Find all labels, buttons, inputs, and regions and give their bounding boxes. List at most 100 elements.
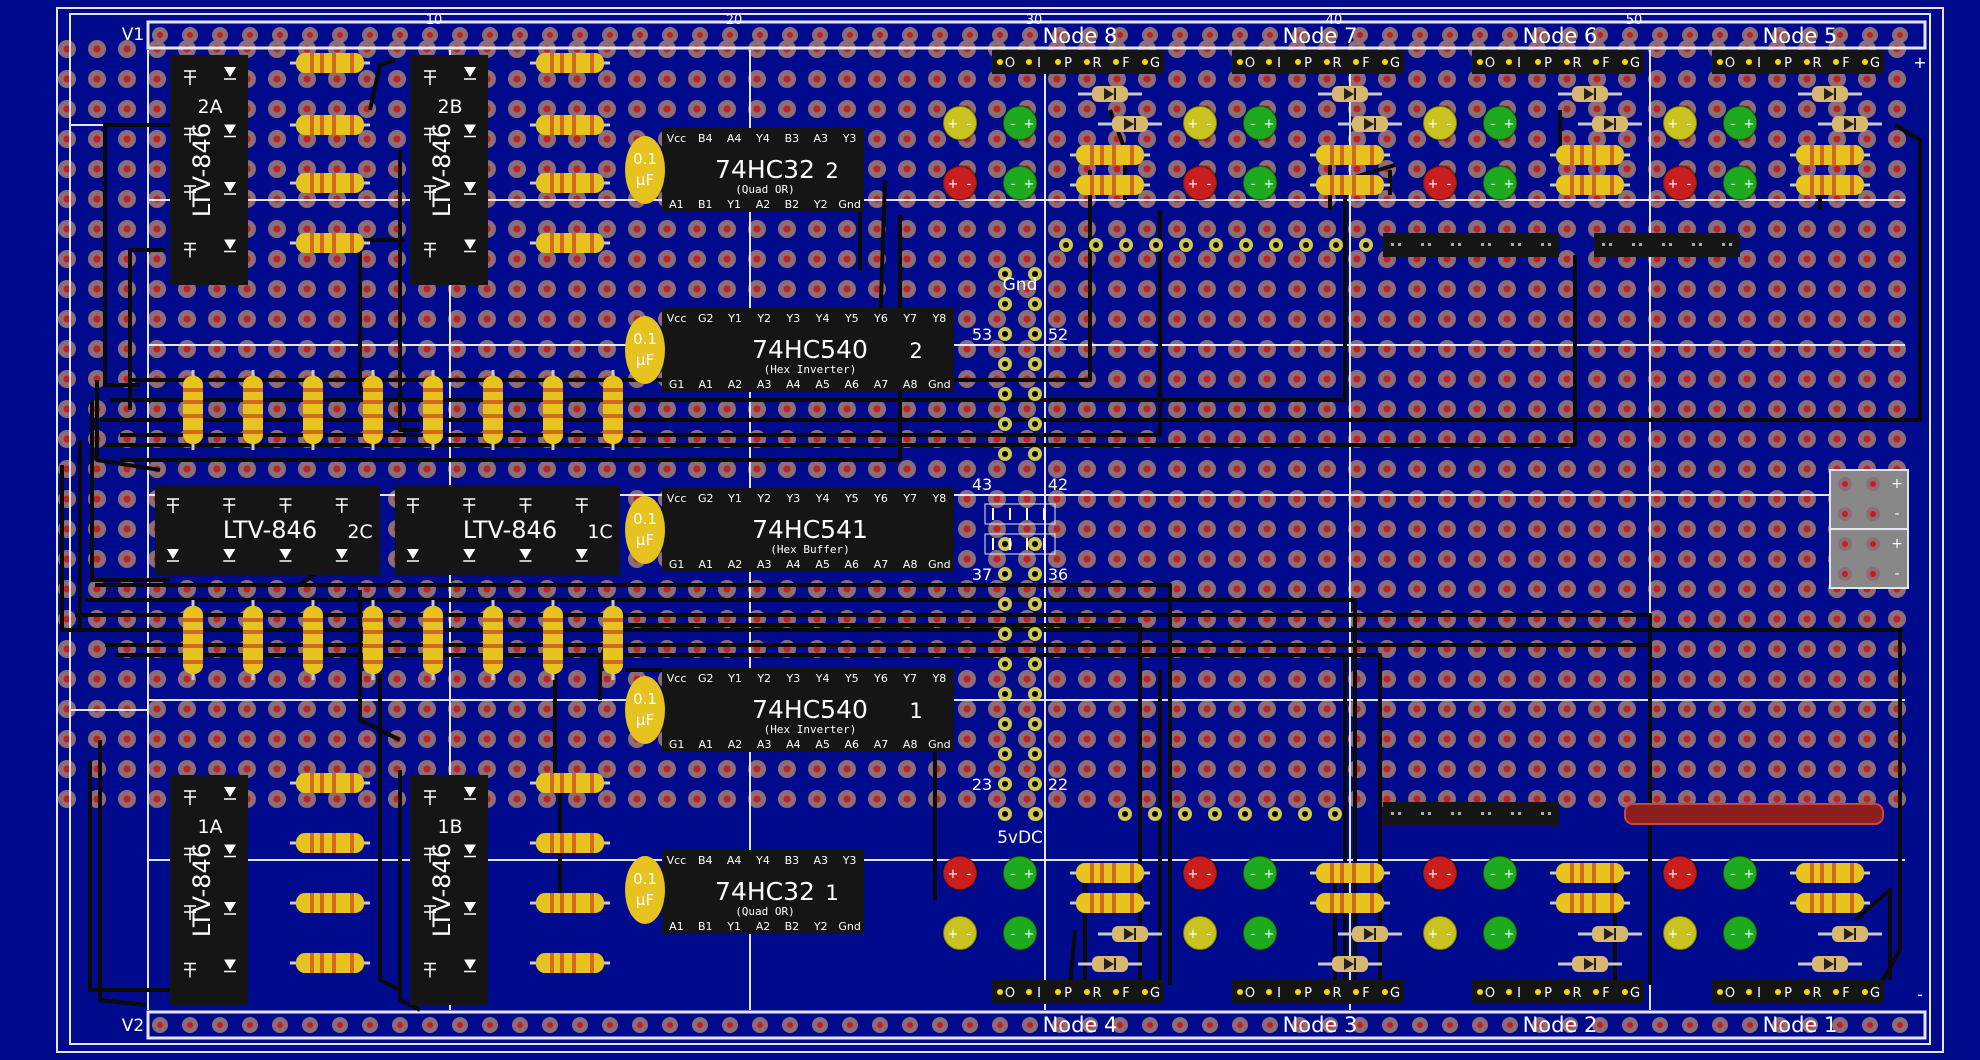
pad-hole — [1413, 615, 1421, 623]
pad-hole — [1713, 525, 1721, 533]
header-pin-hole — [1123, 242, 1129, 248]
resistor — [1310, 893, 1390, 913]
pad-hole — [1863, 345, 1871, 353]
pad-hole — [633, 285, 641, 293]
pad-hole — [1323, 75, 1331, 83]
strip-pin — [1518, 812, 1521, 815]
diode — [1818, 116, 1882, 132]
pad-hole — [1683, 345, 1691, 353]
pad-hole — [1503, 255, 1511, 263]
pad-hole — [843, 285, 851, 293]
chip-pin-label: A8 — [903, 558, 918, 571]
led-polarity: - — [1447, 927, 1452, 942]
pad-hole — [1323, 735, 1331, 743]
pad-hole — [1293, 345, 1301, 353]
pad-hole — [1413, 435, 1421, 443]
pad-hole — [153, 705, 161, 713]
pad-hole — [693, 255, 701, 263]
chip-pin-label: A3 — [757, 558, 772, 571]
resistor — [530, 893, 610, 913]
pad-hole — [1053, 555, 1061, 563]
pad-hole — [1323, 255, 1331, 263]
led-green: -+ — [1482, 855, 1518, 891]
pad-hole — [843, 615, 851, 623]
pad-hole — [903, 645, 911, 653]
pad-hole — [1623, 75, 1631, 83]
pad-hole — [1653, 795, 1661, 803]
pad-hole — [1233, 435, 1241, 443]
pad-hole — [153, 345, 161, 353]
pad-hole — [1833, 225, 1841, 233]
pad-hole — [873, 615, 881, 623]
pad-hole — [1053, 225, 1061, 233]
pad-hole — [633, 795, 641, 803]
pad-hole — [1833, 285, 1841, 293]
pad-hole — [1203, 555, 1211, 563]
pad-hole — [1473, 75, 1481, 83]
pad-hole — [393, 675, 401, 683]
pad-hole — [1233, 705, 1241, 713]
pad-hole — [483, 585, 491, 593]
pad-hole — [963, 795, 971, 803]
pad-hole — [1263, 405, 1271, 413]
pad-hole — [903, 615, 911, 623]
chip-pin-label: Y6 — [873, 312, 888, 325]
pad-hole — [1323, 675, 1331, 683]
pad-hole — [843, 225, 851, 233]
pad-hole — [873, 165, 881, 173]
pad-hole — [63, 45, 71, 53]
pad-hole — [573, 285, 581, 293]
pad-hole — [1863, 285, 1871, 293]
pad-hole — [963, 615, 971, 623]
node-pin-label: P — [1064, 56, 1072, 71]
pad-hole — [243, 765, 251, 773]
pad-hole — [1353, 465, 1361, 473]
pad-hole — [1323, 105, 1331, 113]
pad-hole — [1473, 675, 1481, 683]
pad-hole — [723, 765, 731, 773]
rail-pad-hole — [697, 1022, 703, 1028]
pad-hole — [1233, 165, 1241, 173]
pad-hole — [1653, 735, 1661, 743]
pad-hole — [633, 765, 641, 773]
pad-hole — [1593, 285, 1601, 293]
pad-hole — [303, 795, 311, 803]
pad-hole — [123, 555, 131, 563]
pad-hole — [693, 765, 701, 773]
pad-hole — [1053, 525, 1061, 533]
header-pin-number: 37 — [972, 565, 992, 584]
pad-hole — [303, 315, 311, 323]
pad-hole — [1263, 735, 1271, 743]
rail-pad-hole — [1507, 32, 1513, 38]
pad-hole — [1053, 675, 1061, 683]
pad-hole — [423, 585, 431, 593]
header-pin-hole — [1122, 811, 1128, 817]
pad-hole — [723, 105, 731, 113]
rail-pad-hole — [1687, 32, 1693, 38]
rail-pad-hole — [1387, 1022, 1393, 1028]
pad-hole — [993, 105, 1001, 113]
pad-hole — [483, 735, 491, 743]
pad-hole — [1563, 405, 1571, 413]
pad-hole — [1113, 765, 1121, 773]
pad-hole — [1293, 75, 1301, 83]
pad-hole — [1893, 435, 1901, 443]
pad-hole — [1293, 285, 1301, 293]
wire-trace — [130, 170, 1092, 382]
pad-hole — [1623, 555, 1631, 563]
pad-hole — [1473, 555, 1481, 563]
pad-hole — [1803, 645, 1811, 653]
pad-hole — [843, 795, 851, 803]
pad-hole — [1533, 585, 1541, 593]
pad-hole — [1863, 615, 1871, 623]
pad-hole — [1833, 705, 1841, 713]
pad-hole — [1443, 615, 1451, 623]
pad-hole — [693, 435, 701, 443]
pad-hole — [1113, 345, 1121, 353]
rail-pad-hole — [1267, 1022, 1273, 1028]
pad-hole — [1233, 675, 1241, 683]
pad-hole — [1623, 675, 1631, 683]
rail-pad-hole — [907, 1022, 913, 1028]
